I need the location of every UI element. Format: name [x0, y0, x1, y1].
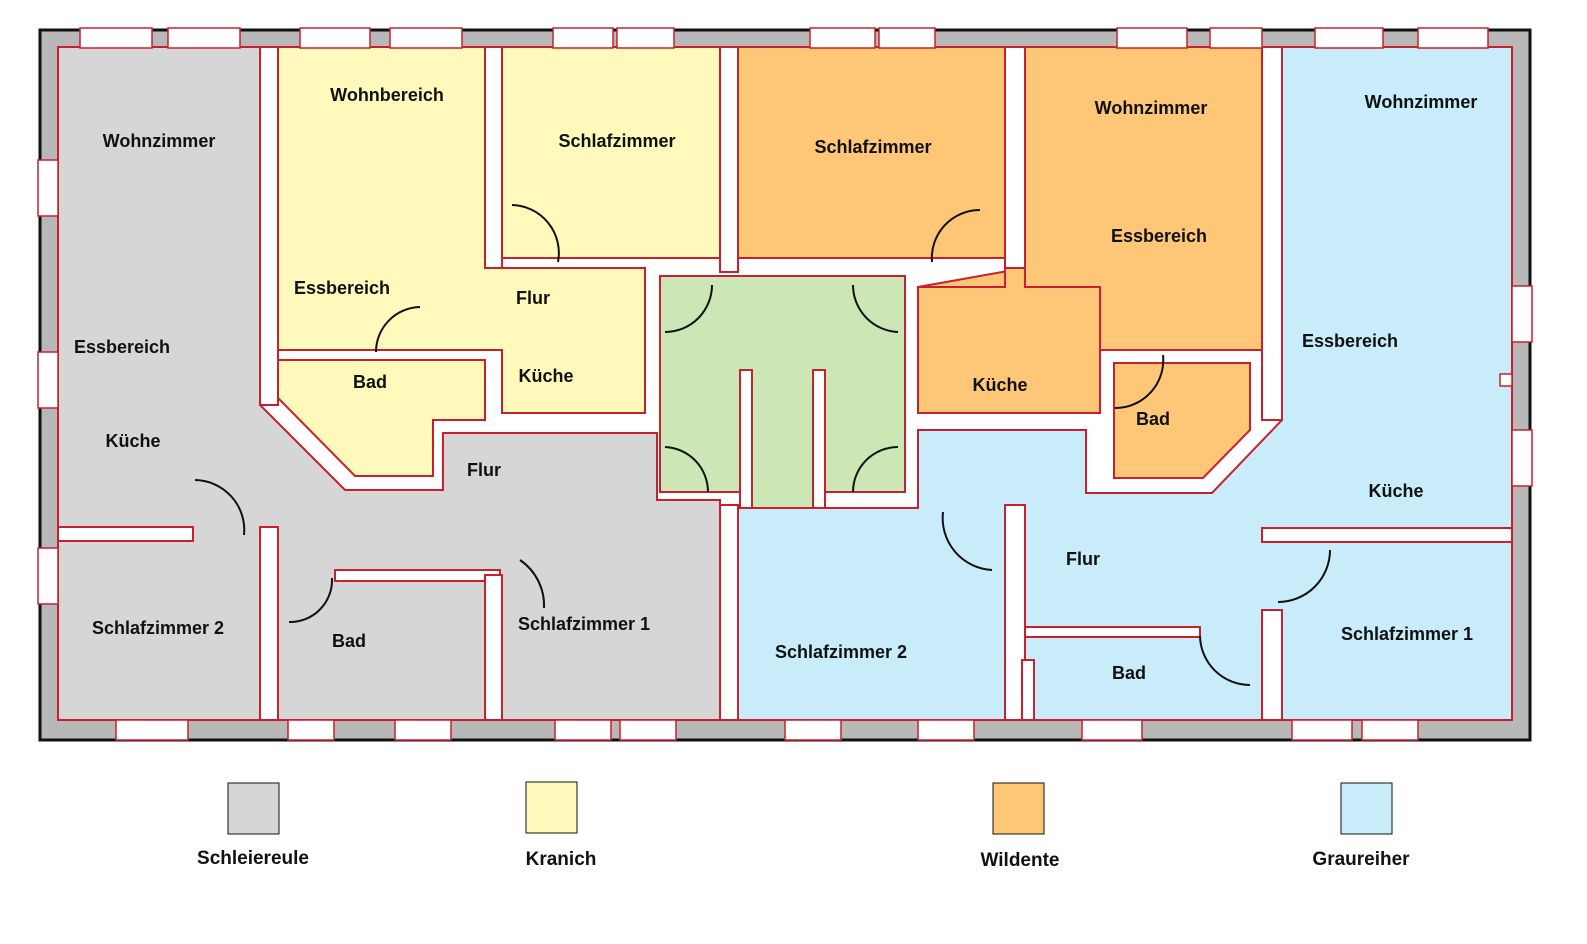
- door-icon[interactable]: [519, 559, 546, 609]
- legend-label: Graureiher: [1312, 849, 1410, 870]
- door-icon[interactable]: [941, 511, 993, 571]
- room-label: Bad: [332, 631, 366, 651]
- wall: [1261, 527, 1513, 543]
- wall: [1261, 609, 1283, 721]
- door-icon[interactable]: [664, 284, 713, 333]
- room-label: Essbereich: [74, 337, 170, 357]
- room-label: Essbereich: [294, 278, 390, 298]
- wall: [1021, 659, 1035, 721]
- legend-swatch-schleiereule: [227, 782, 280, 835]
- apartment-graureiher: [737, 46, 1513, 721]
- legend-label: Kranich: [526, 849, 597, 870]
- legend-label: Wildente: [981, 850, 1060, 871]
- wall: [259, 46, 279, 406]
- door-icon[interactable]: [511, 204, 560, 263]
- room-label: Flur: [516, 288, 550, 308]
- door-icon[interactable]: [1199, 635, 1251, 686]
- legend-swatch-graureiher: [1340, 782, 1393, 835]
- wall: [1261, 46, 1283, 421]
- room-label: Küche: [972, 375, 1027, 395]
- room-label: Wohnzimmer: [103, 131, 216, 151]
- room-label: Schlafzimmer 1: [1341, 624, 1473, 644]
- room-label: Wohnzimmer: [1095, 98, 1208, 118]
- door-icon[interactable]: [194, 479, 246, 536]
- apartment-kranich-bedroom: [501, 46, 721, 259]
- room-label: Essbereich: [1302, 331, 1398, 351]
- legend-swatch-wildente: [992, 782, 1045, 835]
- room-label: Bad: [353, 372, 387, 392]
- wall: [484, 574, 503, 721]
- room-label: Flur: [1066, 549, 1100, 569]
- wall: [57, 526, 194, 542]
- room-label: Schlafzimmer 2: [92, 618, 224, 638]
- wall: [334, 569, 501, 582]
- door-icon[interactable]: [1114, 354, 1165, 410]
- room-label: Schlafzimmer 2: [775, 642, 907, 662]
- wall: [259, 526, 279, 721]
- door-icon[interactable]: [1277, 549, 1331, 603]
- apartment-wildente-kitchen: [917, 267, 1101, 414]
- legend: Schleiereule Kranich Wildente Graureiher: [197, 781, 1410, 871]
- room-label: Bad: [1136, 409, 1170, 429]
- door-icon[interactable]: [375, 306, 421, 353]
- room-label: Schlafzimmer: [814, 137, 931, 157]
- room-label: Flur: [467, 460, 501, 480]
- wall: [1024, 626, 1201, 638]
- room-label: Küche: [518, 366, 573, 386]
- room-label: Schlafzimmer 1: [518, 614, 650, 634]
- wall: [1004, 504, 1026, 721]
- windows: [37, 27, 1533, 741]
- room-label: Küche: [1368, 481, 1423, 501]
- door-icon[interactable]: [852, 446, 899, 493]
- wall: [719, 46, 739, 273]
- wall: [1004, 46, 1026, 269]
- legend-label: Schleiereule: [197, 848, 309, 869]
- room-label: Schlafzimmer: [558, 131, 675, 151]
- room-label: Essbereich: [1111, 226, 1207, 246]
- door-icon[interactable]: [930, 208, 981, 263]
- wall: [484, 46, 503, 269]
- door-icon[interactable]: [851, 284, 899, 333]
- apartment-wildente-bath: [1113, 362, 1251, 479]
- room-label: Wohnbereich: [330, 85, 444, 105]
- door-icon[interactable]: [288, 577, 334, 624]
- legend-swatch-kranich: [525, 781, 578, 834]
- door-icon[interactable]: [664, 446, 710, 493]
- wall: [719, 504, 739, 721]
- room-label: Wohnzimmer: [1365, 92, 1478, 112]
- room-label: Küche: [105, 431, 160, 451]
- room-label: Bad: [1112, 663, 1146, 683]
- apartment-kranich-bath: [277, 359, 486, 477]
